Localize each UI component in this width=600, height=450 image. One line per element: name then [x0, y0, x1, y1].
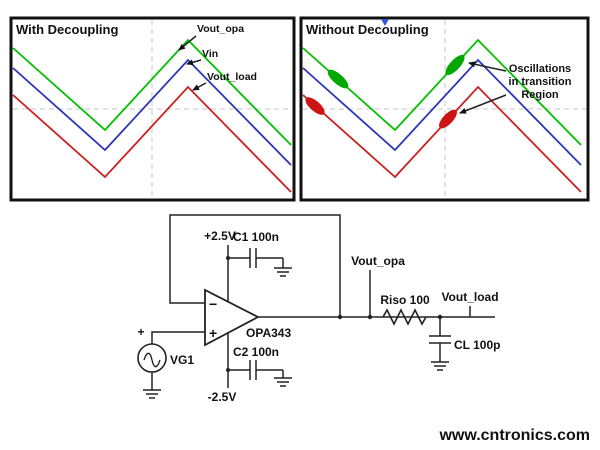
arrow-to-green-blob	[468, 61, 507, 72]
scope-panel-with-decoupling: With Decoupling Vout_opa Vin Vout_load	[9, 16, 296, 202]
ground-symbol	[274, 267, 292, 277]
vout-opa-label: Vout_opa	[351, 254, 405, 268]
waveform-vin	[302, 58, 582, 166]
trigger-marker-icon	[381, 19, 389, 26]
source-name-label: VG1	[170, 353, 194, 367]
oscillation-blob-red	[439, 109, 457, 129]
waveform-vout-load	[12, 85, 292, 193]
junction-dot	[337, 314, 343, 320]
opamp-part-number: OPA343	[246, 326, 291, 340]
label-vout-opa: Vout_opa	[197, 23, 244, 35]
waveform-vout-opa	[302, 38, 582, 146]
label-vout-load: Vout_load	[207, 71, 257, 83]
cl-label: CL 100p	[454, 338, 500, 352]
junction-dot	[367, 314, 373, 320]
scope-panel-without-decoupling: Without Decoupling Oscillations in trans…	[299, 16, 590, 202]
junction-dot	[226, 368, 230, 372]
oscillation-blob-green	[445, 54, 465, 76]
vout-load-label: Vout_load	[441, 290, 498, 304]
c1-label: C1 100n	[233, 230, 279, 244]
oscillation-blob-green	[327, 69, 349, 89]
waveform-vout-opa	[12, 38, 292, 146]
junction-dot	[226, 256, 230, 260]
waveform-vin	[12, 58, 292, 166]
watermark-text: www.cntronics.com	[438, 427, 590, 444]
arrow-to-red-trace	[192, 82, 207, 91]
arrow-to-red-blob	[459, 94, 507, 114]
oscillation-blob-red	[305, 97, 325, 115]
c2-label: C2 100n	[233, 345, 279, 359]
arrow-to-green-trace	[178, 35, 197, 51]
panel-title: With Decoupling	[16, 22, 118, 37]
riso-resistor-symbol	[382, 308, 427, 326]
source-polarity-sign: +	[137, 325, 144, 339]
circuit-schematic: − + OPA343 +2.5V C1 100n -2.5V C2 100	[137, 214, 500, 404]
vee-label: -2.5V	[208, 390, 237, 404]
arrow-to-blue-trace	[186, 59, 202, 66]
annotation-oscillations-line1: Oscillations	[509, 63, 571, 75]
annotation-oscillations-line3: Region	[521, 89, 559, 101]
opamp-symbol	[204, 288, 260, 347]
riso-label: Riso 100	[380, 293, 430, 307]
label-vin: Vin	[202, 48, 218, 60]
opamp-noninverting-input-sign: +	[209, 325, 217, 341]
sine-wave-icon	[143, 352, 161, 368]
waveform-vout-load	[302, 85, 582, 193]
opamp-inverting-input-sign: −	[209, 296, 217, 312]
feedback-wire	[169, 214, 341, 317]
source-to-input-wire	[151, 331, 205, 344]
ground-symbol	[143, 389, 161, 399]
vcc-label: +2.5V	[204, 229, 236, 243]
ground-symbol	[431, 361, 449, 371]
annotation-oscillations-line2: in transition	[509, 76, 572, 88]
panel-title: Without Decoupling	[306, 22, 429, 37]
ground-symbol	[274, 377, 292, 387]
